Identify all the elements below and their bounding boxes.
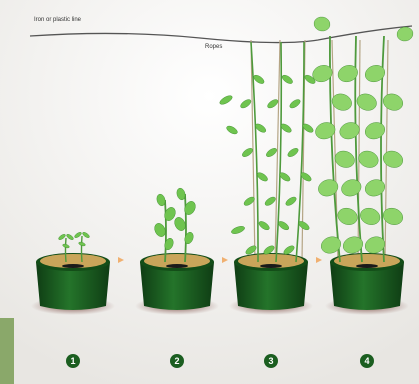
stage-number: 1	[70, 356, 75, 366]
support-line-label: Iron or plastic line	[34, 17, 81, 23]
pot-stage-1	[31, 253, 115, 315]
plant-hole	[166, 264, 188, 268]
side-photo-strip	[0, 318, 14, 384]
stage-number: 2	[174, 356, 179, 366]
plant-hole	[356, 264, 378, 268]
pot-stage-4	[325, 253, 409, 315]
plant-hole	[260, 264, 282, 268]
seedling-stem	[82, 236, 83, 262]
plant-hole	[62, 264, 84, 268]
stage-number: 4	[364, 356, 369, 366]
ropes-label: Ropes	[205, 44, 222, 50]
pot-stage-2	[135, 253, 219, 315]
stage-number: 3	[268, 356, 273, 366]
seedling-stem	[66, 238, 67, 262]
pot-stage-3	[229, 253, 313, 315]
